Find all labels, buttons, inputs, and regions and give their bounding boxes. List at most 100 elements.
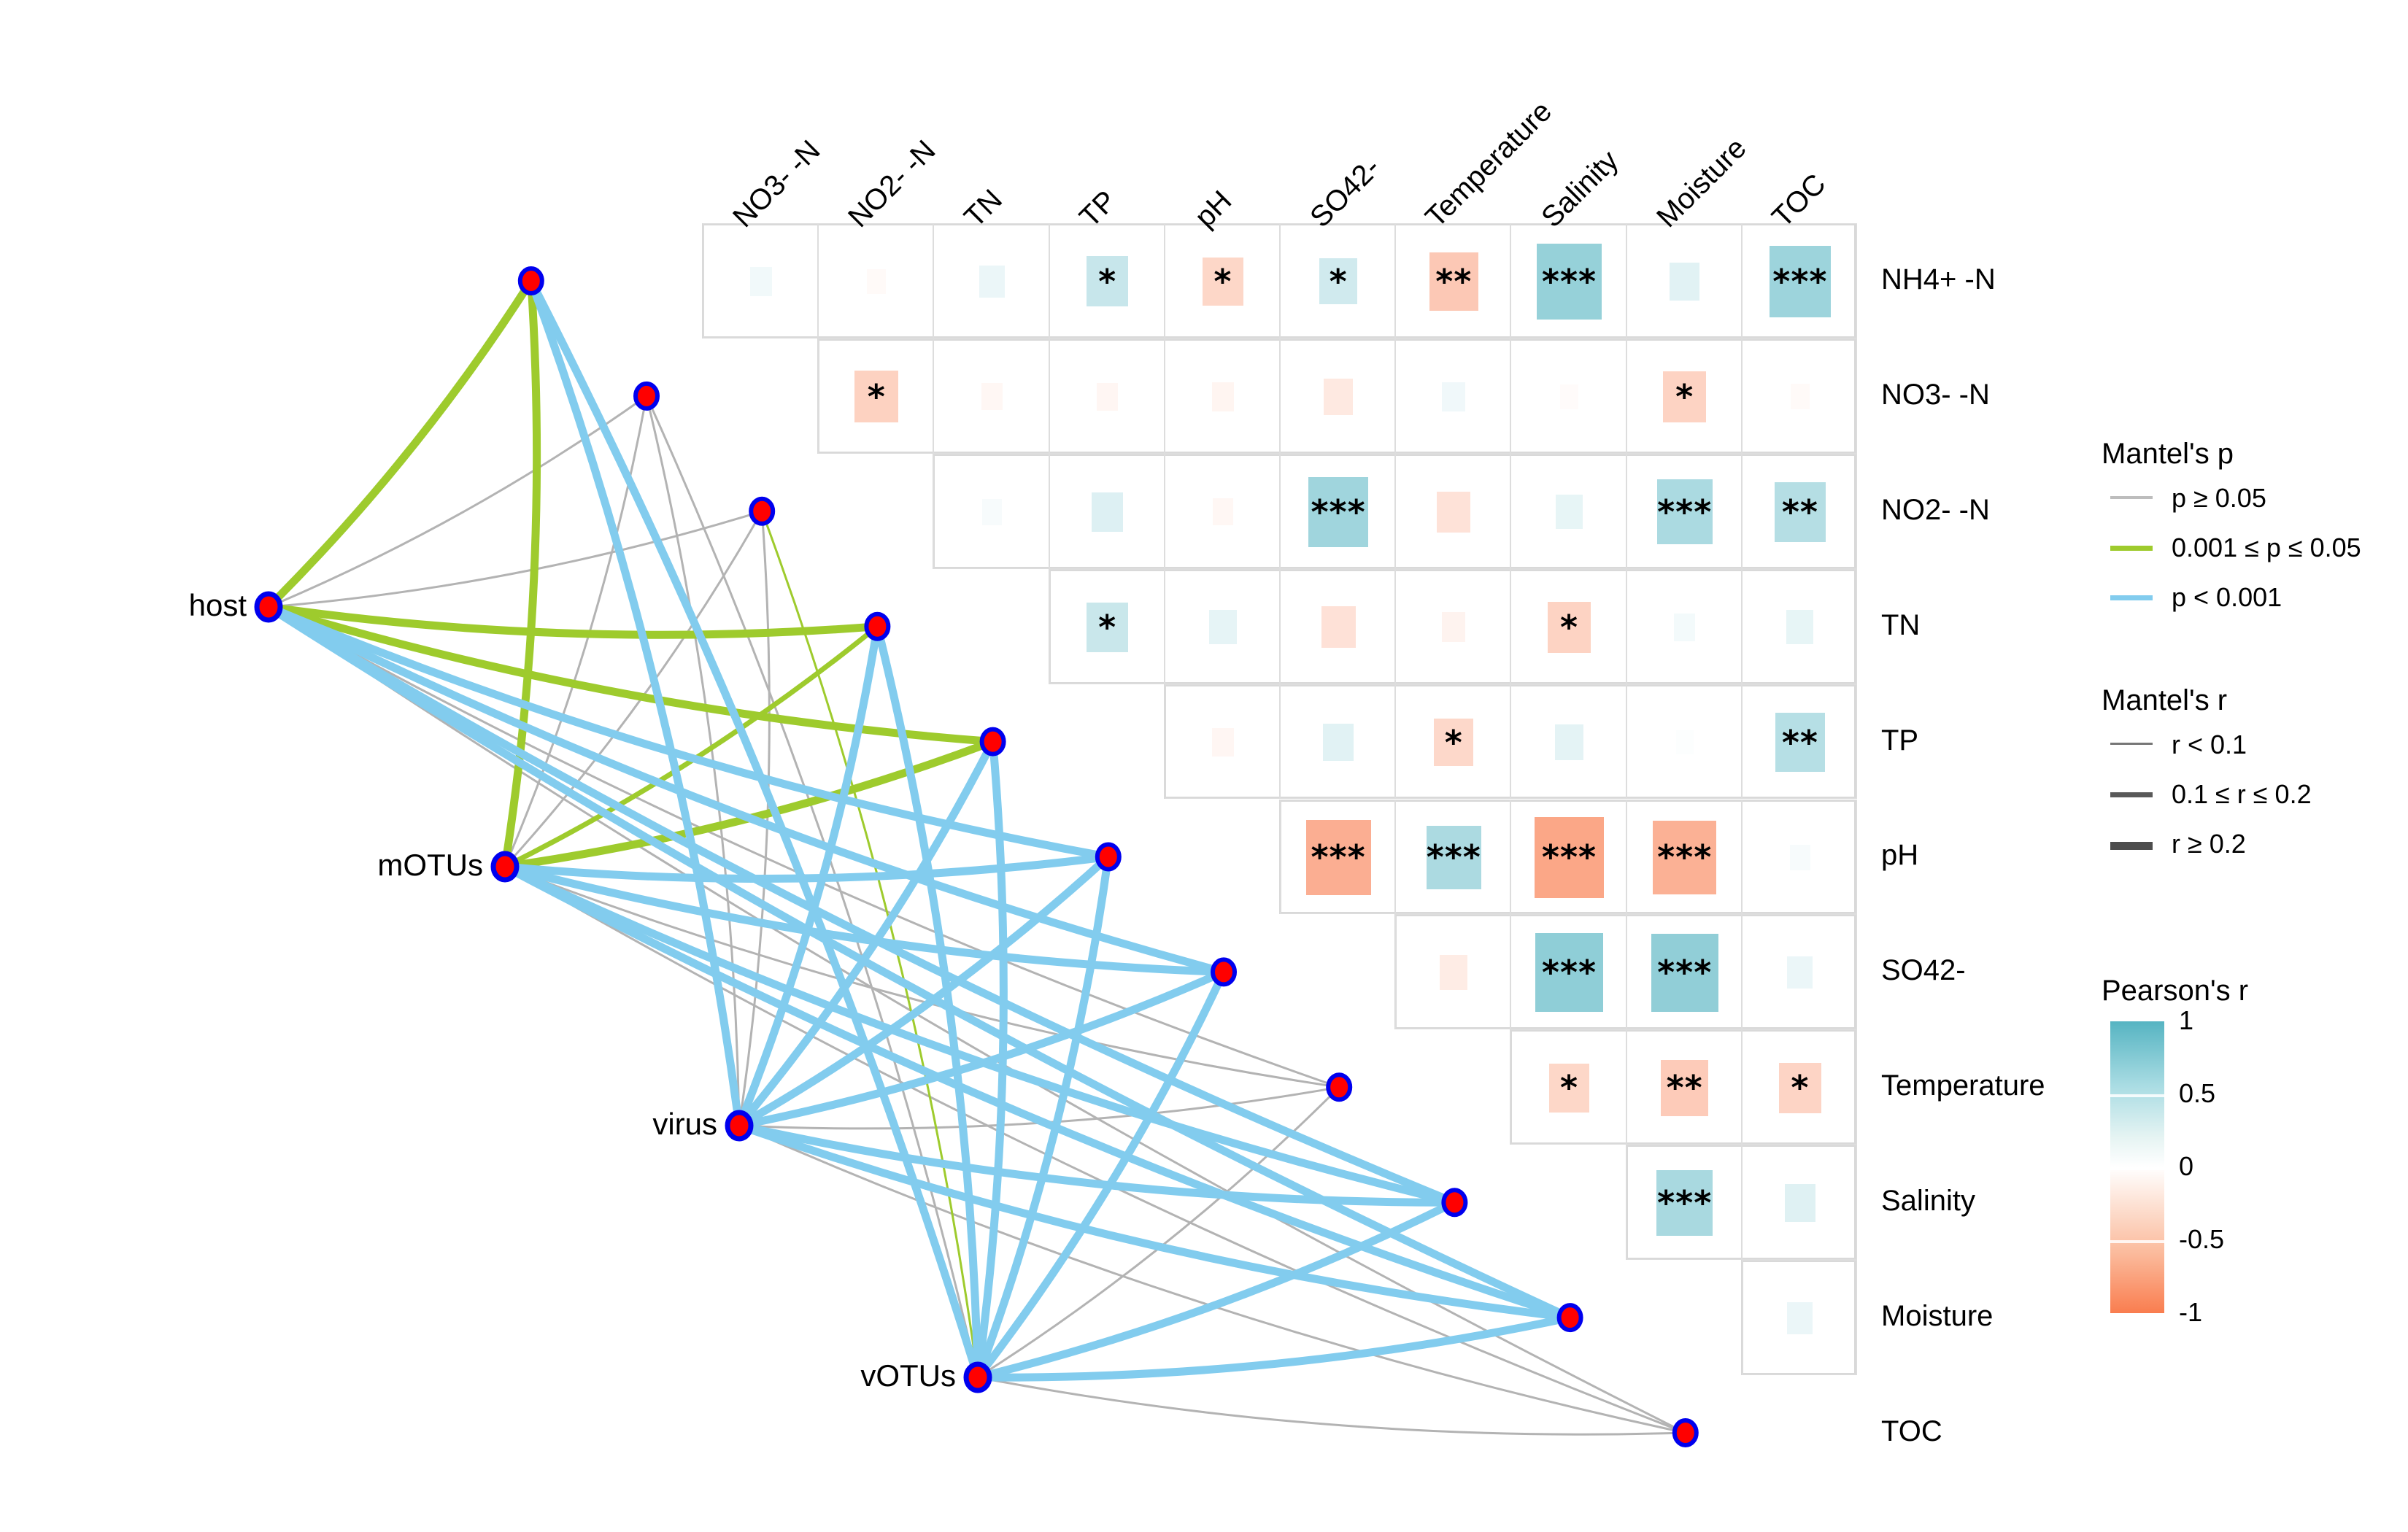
correlation-square — [1661, 1059, 1709, 1116]
mantel-edge — [735, 1121, 1575, 1322]
heatmap-cell[interactable] — [1164, 453, 1280, 569]
heatmap-cell[interactable]: *** — [1626, 799, 1742, 915]
heatmap-cell[interactable] — [1280, 684, 1396, 800]
heatmap-cell[interactable]: ** — [1626, 1029, 1742, 1145]
heatmap-cell[interactable] — [1741, 568, 1857, 684]
legend-item-label: p < 0.001 — [2172, 582, 2282, 612]
variable-node[interactable] — [1326, 1072, 1353, 1102]
variable-node[interactable] — [1556, 1303, 1583, 1333]
heatmap-cell[interactable]: * — [1395, 684, 1511, 800]
heatmap-cell[interactable] — [933, 223, 1049, 338]
heatmap-cell[interactable]: * — [818, 338, 934, 454]
heatmap-cell[interactable]: *** — [1280, 799, 1396, 915]
variable-node[interactable] — [979, 727, 1006, 757]
heatmap-cell[interactable]: *** — [1510, 223, 1626, 338]
heatmap-cell[interactable]: *** — [1626, 914, 1742, 1030]
heatmap-cell[interactable]: * — [1164, 223, 1280, 338]
group-node-mOTUs[interactable] — [490, 851, 520, 883]
heatmap-cell[interactable] — [1626, 568, 1742, 684]
heatmap-cell[interactable] — [1049, 453, 1165, 569]
heatmap-cell[interactable]: *** — [1626, 453, 1742, 569]
heatmap-cell[interactable] — [1741, 1145, 1857, 1261]
variable-node[interactable] — [633, 381, 660, 411]
group-node-host[interactable] — [254, 591, 283, 623]
heatmap-cell[interactable] — [703, 223, 819, 338]
heatmap-cell[interactable]: ** — [1741, 453, 1857, 569]
variable-node[interactable] — [1095, 842, 1122, 872]
heatmap-cell[interactable]: *** — [1626, 1145, 1742, 1261]
heatmap-cell[interactable]: * — [1510, 568, 1626, 684]
significance-stars: *** — [1541, 953, 1597, 993]
heatmap-cell[interactable]: *** — [1510, 914, 1626, 1030]
legend-item-label: r < 0.1 — [2172, 730, 2247, 759]
significance-stars: *** — [1311, 837, 1366, 878]
heatmap-cell[interactable]: * — [1049, 223, 1165, 338]
heatmap-cell[interactable] — [1164, 684, 1280, 800]
variable-node[interactable] — [749, 496, 776, 526]
node-label-mOTUs: mOTUs — [377, 848, 483, 882]
legend-line-swatch — [2110, 595, 2153, 600]
group-node-virus[interactable] — [725, 1110, 754, 1142]
significance-stars: ** — [1666, 1068, 1703, 1108]
heatmap-cell[interactable]: * — [1049, 568, 1165, 684]
heatmap-cell[interactable]: ** — [1741, 684, 1857, 800]
row-label: Moisture — [1881, 1300, 1994, 1333]
significance-stars: * — [1791, 1068, 1810, 1108]
heatmap-cell[interactable] — [1741, 914, 1857, 1030]
heatmap-cell[interactable] — [1395, 914, 1511, 1030]
heatmap-cell[interactable] — [1626, 684, 1742, 800]
heatmap-cell[interactable]: *** — [1510, 799, 1626, 915]
significance-stars: * — [1098, 607, 1117, 647]
heatmap-cell[interactable]: * — [1741, 1029, 1857, 1145]
heatmap-cell[interactable] — [933, 338, 1049, 454]
variable-node[interactable] — [864, 611, 891, 641]
variable-node[interactable] — [1441, 1188, 1468, 1218]
correlation-square — [981, 383, 1003, 411]
row-label: TP — [1881, 724, 1919, 757]
heatmap-cell[interactable] — [1049, 338, 1165, 454]
heatmap-cell[interactable] — [1626, 223, 1742, 338]
heatmap-cell[interactable] — [1510, 453, 1626, 569]
heatmap-cell[interactable] — [1280, 338, 1396, 454]
mantel-edge — [735, 738, 997, 1130]
variable-node[interactable] — [517, 266, 544, 295]
heatmap-cell[interactable]: * — [1510, 1029, 1626, 1145]
heatmap-cell[interactable]: *** — [1280, 453, 1396, 569]
heatmap-cell[interactable] — [1395, 338, 1511, 454]
heatmap-cell[interactable] — [1164, 568, 1280, 684]
heatmap-cell[interactable] — [818, 223, 934, 338]
heatmap-cell[interactable] — [1164, 338, 1280, 454]
correlation-square — [1440, 955, 1468, 991]
heatmap-cell[interactable] — [1395, 453, 1511, 569]
heatmap-cell[interactable] — [1510, 684, 1626, 800]
correlation-square — [1319, 258, 1358, 305]
colorbar-tick-label: 0 — [2179, 1151, 2194, 1181]
colorbar-tick-mark — [2110, 1094, 2164, 1097]
heatmap-cell[interactable]: *** — [1395, 799, 1511, 915]
heatmap-cell[interactable]: ** — [1395, 223, 1511, 338]
legend-line-swatch — [2110, 842, 2153, 850]
heatmap-cell[interactable]: *** — [1741, 223, 1857, 338]
correlation-square — [1787, 956, 1813, 989]
correlation-square — [1308, 476, 1369, 547]
heatmap-cell[interactable] — [1395, 568, 1511, 684]
heatmap-cell[interactable] — [1741, 799, 1857, 915]
heatmap-cell[interactable] — [1741, 1260, 1857, 1375]
significance-stars: *** — [1541, 261, 1597, 301]
heatmap-cell[interactable] — [1741, 338, 1857, 454]
correlation-square — [1790, 384, 1810, 410]
significance-stars: * — [867, 376, 886, 417]
heatmap-cell[interactable] — [933, 453, 1049, 569]
variable-node[interactable] — [1672, 1418, 1699, 1447]
heatmap-cell[interactable] — [1510, 338, 1626, 454]
legend-item-label: 0.1 ≤ r ≤ 0.2 — [2172, 779, 2312, 809]
significance-stars: * — [1675, 376, 1694, 417]
heatmap-cell[interactable]: * — [1280, 223, 1396, 338]
group-node-vOTUs[interactable] — [963, 1361, 992, 1393]
mantel-edge — [264, 603, 1459, 1207]
correlation-square — [1535, 933, 1604, 1013]
heatmap-cell[interactable]: * — [1626, 338, 1742, 454]
variable-node[interactable] — [1211, 957, 1237, 987]
mantel-edge — [501, 862, 1459, 1207]
heatmap-cell[interactable] — [1280, 568, 1396, 684]
